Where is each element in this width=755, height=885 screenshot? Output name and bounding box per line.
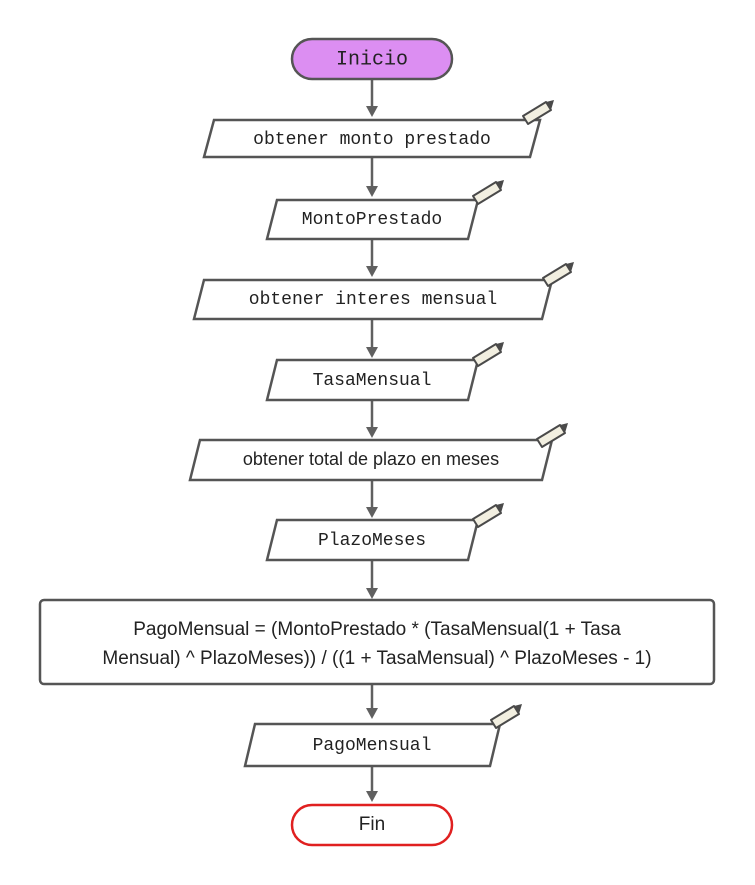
- input-label-interes: obtener interes mensual: [249, 290, 497, 310]
- connectors: [366, 80, 378, 802]
- parallelogram-shape: [188, 438, 554, 482]
- input-node-tasamensual[interactable]: TasaMensual: [265, 341, 505, 402]
- arrow-down-icon: [366, 560, 378, 599]
- process-formula-line-1: PagoMensual = (MontoPrestado * (TasaMens…: [133, 619, 621, 640]
- parallelogram-shape: [192, 278, 554, 321]
- input-label-plazomeses: PlazoMeses: [318, 531, 426, 551]
- start-label: Inicio: [336, 48, 408, 71]
- arrow-down-icon: [366, 157, 378, 197]
- pencil-icon: [472, 341, 505, 367]
- output-label-pagomensual: PagoMensual: [313, 736, 432, 756]
- output-node-pagomensual[interactable]: PagoMensual: [243, 703, 523, 768]
- arrow-down-icon: [366, 80, 378, 117]
- parallelogram-shape: [265, 358, 480, 402]
- start-terminator-shape: [290, 37, 454, 81]
- process-formula-line-2: Mensual) ^ PlazoMeses)) / ((1 + TasaMens…: [102, 648, 651, 669]
- parallelogram-shape: [265, 198, 480, 241]
- input-node-plazo[interactable]: obtener total de plazo en meses: [188, 422, 569, 482]
- arrow-down-icon: [366, 766, 378, 802]
- arrow-down-icon: [366, 480, 378, 518]
- process-node[interactable]: PagoMensual = (MontoPrestado * (TasaMens…: [38, 598, 716, 686]
- arrow-down-icon: [366, 400, 378, 438]
- start-node[interactable]: Inicio: [290, 37, 454, 81]
- input-node-interes[interactable]: obtener interes mensual: [192, 261, 575, 321]
- pencil-icon: [472, 179, 505, 205]
- parallelogram-shape: [202, 118, 542, 159]
- end-terminator-shape: [290, 803, 454, 847]
- input-node-montoprestado[interactable]: MontoPrestado: [265, 179, 505, 241]
- arrow-down-icon: [366, 239, 378, 277]
- pencil-icon: [472, 502, 505, 528]
- input-label-monto: obtener monto prestado: [253, 130, 491, 150]
- input-label-montoprestado: MontoPrestado: [302, 210, 442, 230]
- end-node[interactable]: Fin: [290, 803, 454, 847]
- pencil-icon: [490, 703, 523, 729]
- parallelogram-shape: [243, 722, 502, 768]
- process-shape: [38, 598, 716, 686]
- arrow-down-icon: [366, 319, 378, 358]
- input-node-plazomeses[interactable]: PlazoMeses: [265, 502, 505, 562]
- pencil-icon: [536, 422, 569, 448]
- end-label: Fin: [359, 814, 385, 835]
- input-label-tasamensual: TasaMensual: [313, 371, 432, 391]
- arrow-down-icon: [366, 685, 378, 719]
- pencil-icon: [542, 261, 575, 287]
- parallelogram-shape: [265, 518, 480, 562]
- input-node-monto[interactable]: obtener monto prestado: [202, 99, 555, 159]
- input-label-plazo: obtener total de plazo en meses: [243, 449, 499, 469]
